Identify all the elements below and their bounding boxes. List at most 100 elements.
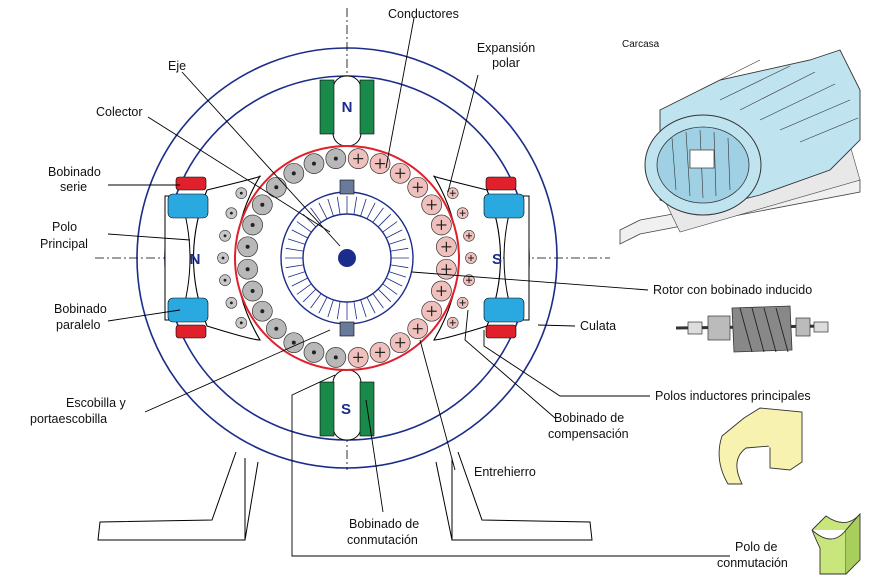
label-culata: Culata bbox=[580, 319, 616, 333]
commutation-pole-bottom: S bbox=[319, 369, 375, 441]
rotor-conductor bbox=[407, 176, 429, 198]
compensation-conductor bbox=[456, 207, 469, 219]
labels: Conductores Expansión polar Eje Colector… bbox=[30, 7, 812, 570]
rotor-conductor bbox=[251, 300, 273, 322]
rotor-conductor bbox=[303, 153, 325, 174]
commutator-segment bbox=[285, 247, 304, 252]
commutator-segment bbox=[366, 202, 376, 219]
compensation-conductor bbox=[463, 274, 475, 286]
pole-letter-top: N bbox=[342, 99, 353, 116]
commutator-segment bbox=[377, 213, 392, 228]
brush-bottom bbox=[339, 321, 355, 337]
rotor-conductor bbox=[347, 148, 369, 169]
rotor-conductor bbox=[283, 162, 305, 184]
commutator-segment bbox=[287, 271, 306, 278]
commutator-segment bbox=[291, 229, 308, 239]
compensation-conductor bbox=[219, 230, 231, 242]
commutator-segment bbox=[390, 264, 409, 269]
label-escobilla-1: Escobilla y bbox=[66, 396, 126, 410]
commutator-segment bbox=[302, 288, 317, 303]
rotor-conductor bbox=[431, 280, 452, 302]
commutator-segment bbox=[296, 221, 312, 233]
label-expansion-polar-2: polar bbox=[492, 56, 520, 70]
label-polo-principal-1: Polo bbox=[52, 220, 77, 234]
commutator-segment bbox=[382, 283, 398, 295]
label-carcasa: Carcasa bbox=[622, 39, 660, 50]
commutator-segment bbox=[360, 198, 367, 217]
brush-top bbox=[339, 179, 355, 195]
label-entrehierro: Entrehierro bbox=[474, 465, 536, 479]
rotor-conductor bbox=[237, 236, 258, 258]
label-polos-inductores: Polos inductores principales bbox=[655, 389, 811, 403]
commutator-segment bbox=[327, 299, 334, 318]
rotor-conductor bbox=[431, 214, 452, 236]
compensation-conductor bbox=[225, 297, 238, 309]
rotor-illustration bbox=[675, 305, 829, 353]
rotor-conductor bbox=[325, 148, 347, 169]
rotor-conductors bbox=[237, 148, 457, 368]
rotor-conductor bbox=[436, 236, 457, 258]
label-escobilla-2: portaescobilla bbox=[30, 412, 107, 426]
compensation-conductor bbox=[217, 252, 229, 264]
rotor-conductor bbox=[369, 153, 391, 174]
shaft bbox=[338, 249, 356, 267]
rotor-conductor bbox=[369, 342, 391, 363]
rotor-conductor bbox=[407, 318, 429, 340]
commutator-segment bbox=[296, 283, 312, 295]
rotor-conductor bbox=[389, 332, 411, 354]
label-rotor: Rotor con bobinado inducido bbox=[653, 283, 812, 297]
label-bobinado-serie-1: Bobinado bbox=[48, 165, 101, 179]
label-compensacion-1: Bobinado de bbox=[554, 411, 624, 425]
commutator-segment bbox=[360, 299, 367, 318]
rotor-conductor bbox=[283, 332, 305, 354]
compensation-conductor bbox=[235, 187, 248, 199]
label-polo-principal-2: Principal bbox=[40, 237, 88, 251]
commutator-segment bbox=[310, 207, 322, 223]
commutation-pole-top: N bbox=[319, 75, 375, 147]
commutator-segment bbox=[382, 221, 398, 233]
label-conmutacion-1: Bobinado de bbox=[349, 517, 419, 531]
commutator-segment bbox=[318, 297, 328, 314]
machine-base bbox=[97, 451, 593, 541]
commutator-segment bbox=[388, 271, 407, 278]
rotor-conductor bbox=[436, 258, 457, 280]
main-pole-illustration bbox=[718, 407, 803, 485]
compensation-conductor bbox=[235, 317, 248, 329]
commutator-segment bbox=[291, 277, 308, 287]
rotor-conductor bbox=[389, 162, 411, 184]
compensation-conductor bbox=[463, 230, 475, 242]
rotor-conductor bbox=[303, 342, 325, 363]
rotor-conductor bbox=[265, 176, 287, 198]
commutator-segment bbox=[353, 301, 358, 320]
compensation-conductor bbox=[225, 207, 238, 219]
commutator-segment bbox=[377, 288, 392, 303]
compensation-conductor bbox=[465, 252, 477, 264]
commutator-segment bbox=[336, 301, 341, 320]
compensation-conductor bbox=[446, 317, 459, 329]
pole-letter-left: N bbox=[190, 251, 201, 268]
label-bobinado-paralelo-2: paralelo bbox=[56, 318, 101, 332]
label-eje: Eje bbox=[168, 59, 186, 73]
compensation-conductor bbox=[219, 274, 231, 286]
commutator-segment bbox=[390, 247, 409, 252]
compensation-conductor bbox=[446, 187, 459, 199]
rotor-conductor bbox=[347, 347, 369, 368]
leader-lines bbox=[107, 17, 730, 557]
label-bobinado-serie-2: serie bbox=[60, 180, 87, 194]
commutator-segment bbox=[386, 277, 403, 287]
commutator-segment bbox=[287, 238, 306, 245]
pole-letter-right: S bbox=[492, 251, 502, 268]
rotor-conductor bbox=[421, 300, 443, 322]
rotor-conductor bbox=[242, 214, 263, 236]
rotor-conductor bbox=[242, 280, 263, 302]
rotor-conductor bbox=[251, 194, 273, 216]
pole-letter-bottom: S bbox=[341, 401, 351, 418]
rotor-conductor bbox=[325, 347, 347, 368]
commutator-segment bbox=[388, 238, 407, 245]
commutator-segment bbox=[372, 293, 384, 309]
commutator-segment bbox=[353, 196, 358, 215]
commutator-segment bbox=[372, 207, 384, 223]
commutator-segment bbox=[386, 229, 403, 239]
commutator-segment bbox=[285, 264, 304, 269]
